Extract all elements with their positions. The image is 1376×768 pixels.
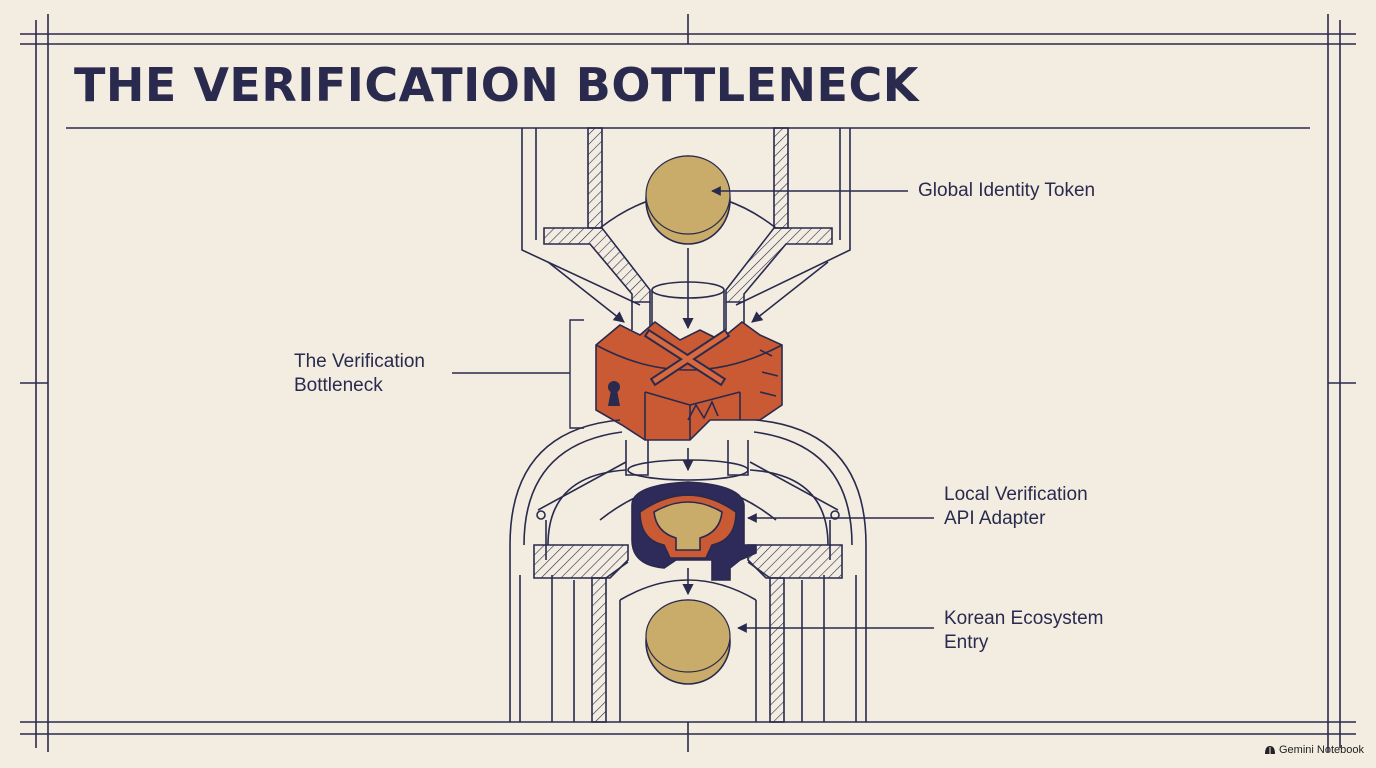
label-global-identity-token: Global Identity Token xyxy=(918,179,1095,203)
label-bottleneck-line1: The Verification xyxy=(294,351,425,372)
page-title: THE VERIFICATION BOTTLENECK xyxy=(74,58,919,112)
label-bottleneck-line2: Bottleneck xyxy=(294,375,383,396)
lower-hatched-shelves xyxy=(533,544,843,723)
verification-bottleneck-ring xyxy=(595,320,783,441)
label-adapter-line2: API Adapter xyxy=(944,508,1046,529)
local-verification-adapter xyxy=(631,481,757,581)
middle-tube xyxy=(625,440,749,481)
watermark: Gemini Notebook xyxy=(1264,744,1364,756)
callout-lines xyxy=(452,186,934,633)
notebook-logo-icon xyxy=(1265,746,1275,754)
watermark-text: Gemini Notebook xyxy=(1279,744,1364,756)
global-identity-token xyxy=(645,155,731,245)
label-korean-ecosystem-entry: Korean Ecosystem Entry xyxy=(944,607,1103,655)
label-korean-line1: Korean Ecosystem xyxy=(944,608,1104,629)
label-adapter-line1: Local Verification xyxy=(944,484,1088,505)
korean-ecosystem-token xyxy=(645,599,731,685)
blueprint-frame xyxy=(20,14,1356,752)
lower-housing xyxy=(509,419,867,722)
label-local-verification-adapter: Local Verification API Adapter xyxy=(944,483,1088,531)
flow-arrows xyxy=(547,248,829,596)
label-korean-line2: Entry xyxy=(944,632,989,653)
label-global-identity-token-text: Global Identity Token xyxy=(918,180,1096,201)
label-verification-bottleneck: The Verification Bottleneck xyxy=(294,350,425,398)
